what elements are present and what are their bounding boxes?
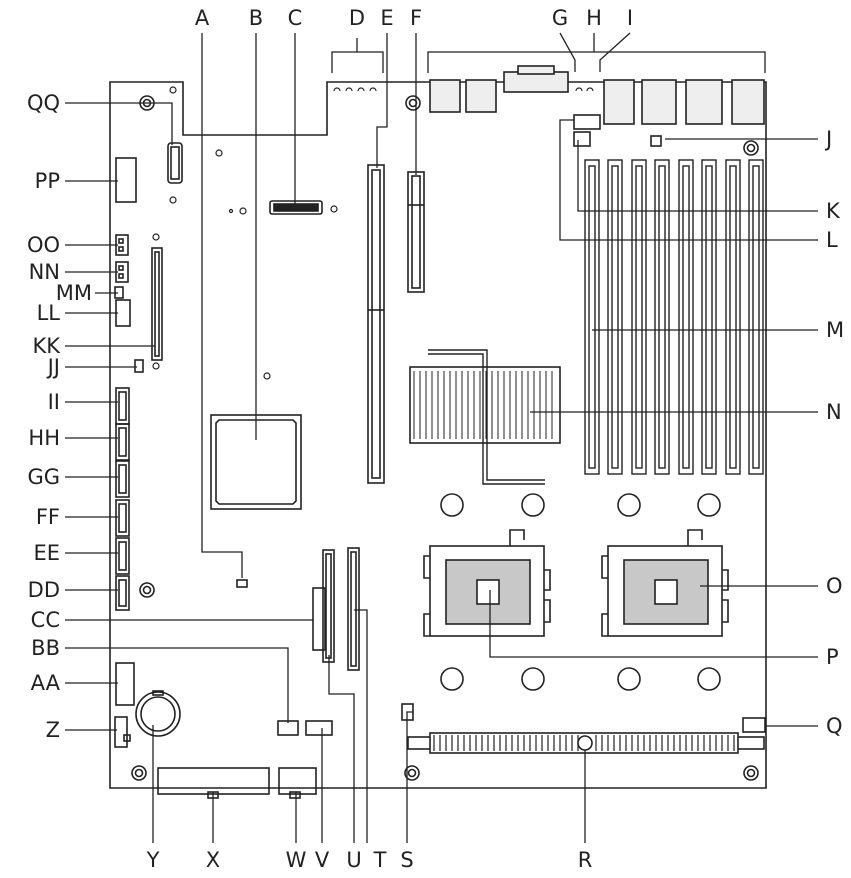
battery-y (135, 691, 181, 737)
cpu-socket-p (423, 529, 551, 637)
label-ff: FF (35, 505, 60, 529)
label-t: T (373, 848, 387, 872)
label-x: X (205, 848, 221, 872)
heatsink-n (409, 349, 561, 485)
label-gg: GG (27, 465, 60, 489)
label-o: O (826, 574, 843, 598)
connector-pp (115, 157, 137, 203)
component-aa (115, 662, 135, 706)
header-jj (134, 359, 144, 373)
slot-t (347, 547, 360, 671)
label-k: K (826, 199, 840, 223)
label-w: W (285, 848, 307, 872)
label-ii: II (47, 390, 60, 414)
label-jj: JJ (47, 355, 60, 379)
label-ll: LL (36, 301, 60, 325)
small-vias (152, 86, 338, 380)
label-d: D (348, 6, 366, 30)
connector-w (278, 767, 317, 795)
label-r: R (577, 848, 593, 872)
component-z (114, 716, 128, 748)
led-group-d (333, 87, 594, 92)
label-j: J (826, 127, 833, 151)
label-b: B (248, 6, 264, 30)
slot-kk (151, 247, 163, 361)
label-n: N (826, 400, 842, 424)
connector-qq (167, 142, 183, 184)
label-g: G (551, 6, 569, 30)
component-k (573, 131, 591, 147)
cpu-standoffs (440, 493, 721, 691)
cpu-socket-o (601, 529, 729, 637)
label-e: E (380, 6, 394, 30)
label-pp: PP (34, 169, 60, 193)
component-a (236, 579, 248, 588)
label-y: Y (146, 848, 160, 872)
label-f: F (409, 6, 423, 30)
label-p: P (826, 645, 839, 669)
connector-cc (312, 587, 326, 651)
sata-connectors (115, 387, 130, 611)
label-v: V (314, 848, 330, 872)
label-m: M (826, 318, 845, 342)
dimm-slots (584, 159, 764, 475)
label-nn: NN (28, 260, 60, 284)
label-cc: CC (30, 608, 60, 632)
label-oo: OO (26, 233, 60, 257)
label-i: I (626, 6, 634, 30)
label-a: A (194, 6, 210, 30)
header-v (305, 720, 333, 736)
component-j (650, 135, 662, 147)
riser-connector-r (407, 732, 765, 754)
label-s: S (400, 848, 414, 872)
label-mm: MM (55, 281, 92, 305)
label-c: C (287, 6, 303, 30)
label-kk: KK (32, 334, 60, 358)
slot-e (367, 164, 385, 484)
label-qq: QQ (26, 91, 60, 115)
connector-c (269, 200, 323, 215)
component-l (573, 114, 601, 130)
leader-lines (65, 32, 818, 843)
label-hh: HH (28, 426, 60, 450)
label-dd: DD (27, 578, 60, 602)
label-h: H (586, 6, 602, 30)
label-bb: BB (31, 636, 60, 660)
rear-io-connectors (429, 65, 765, 125)
label-l: L (826, 228, 838, 252)
connector-q (742, 717, 766, 733)
label-u: U (346, 848, 362, 872)
label-ee: EE (33, 541, 60, 565)
label-q: Q (826, 714, 843, 738)
label-z: Z (45, 718, 60, 742)
label-aa: AA (30, 671, 60, 695)
